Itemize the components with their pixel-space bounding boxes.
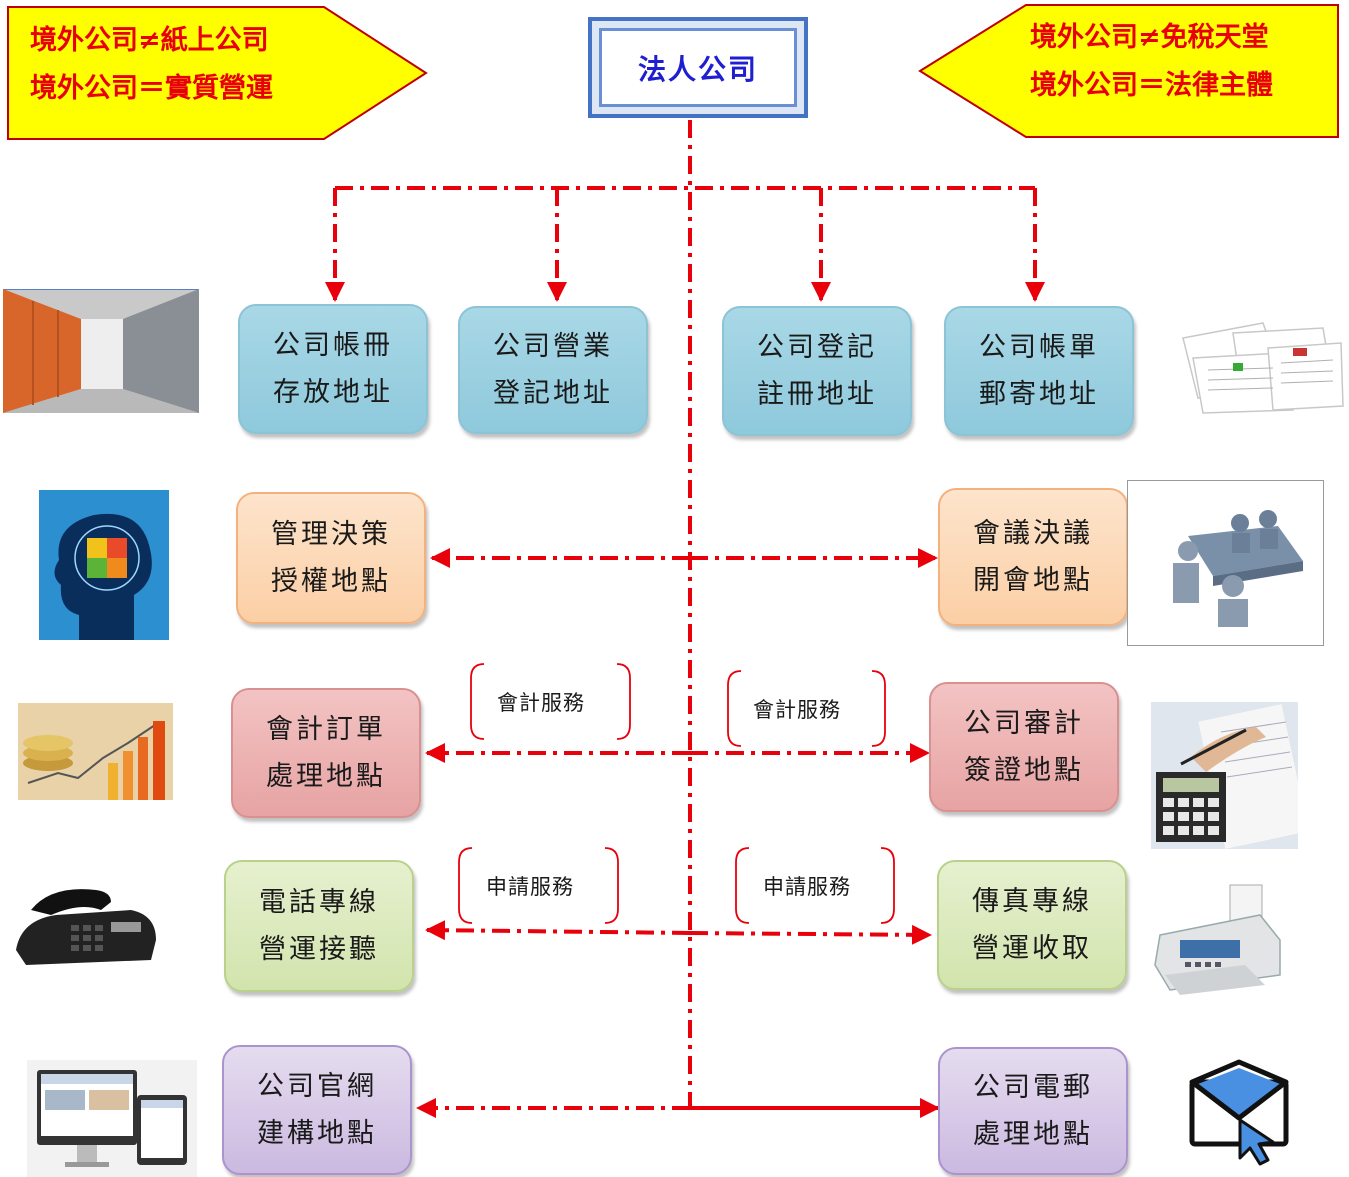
email-envelope-icon	[1189, 1059, 1289, 1166]
right-callout-shape	[918, 4, 1339, 138]
node-management-decision: 管理決策 授權地點	[236, 492, 426, 624]
audit-calculator-photo	[1151, 702, 1298, 849]
brain-puzzle-icon	[39, 490, 169, 640]
bracket-apply-left-close	[604, 847, 619, 924]
node-business-registration: 公司營業 登記地址	[458, 306, 648, 434]
node-fax-line: 傳真專線 營運收取	[937, 860, 1127, 990]
left-callout-line2: 境外公司＝實質營運	[30, 73, 273, 104]
telephone-icon	[16, 889, 156, 965]
bracket-acc-left-open	[470, 663, 485, 740]
service-accounting-left: 會計服務	[497, 691, 585, 715]
title-box: 法人公司	[588, 17, 808, 118]
node-phone-line: 電話專線 營運接聽	[224, 860, 414, 992]
node-accounting-orders: 會計訂單 處理地點	[231, 688, 421, 818]
node-email: 公司電郵 處理地點	[938, 1047, 1128, 1175]
node-audit-certification: 公司審計 簽證地點	[929, 682, 1119, 812]
bracket-acc-right-open	[727, 670, 742, 747]
service-apply-left: 申請服務	[486, 875, 574, 899]
arrow-fax	[689, 924, 932, 945]
left-callout-line1: 境外公司≠紙上公司	[30, 25, 269, 56]
node-company-registration: 公司登記 註冊地址	[722, 306, 912, 436]
node-meeting-resolution: 會議決議 開會地點	[938, 488, 1128, 626]
bracket-apply-left-open	[458, 847, 473, 924]
right-callout-line1: 境外公司≠免稅天堂	[1030, 22, 1269, 53]
meeting-icon	[1127, 480, 1324, 646]
bracket-apply-right-open	[735, 847, 750, 924]
website-devices-icon	[27, 1060, 197, 1177]
documents-photo	[1182, 322, 1344, 414]
left-callout-shape	[7, 6, 428, 140]
title-text: 法人公司	[637, 52, 758, 86]
right-callout-line2: 境外公司＝法律主體	[1030, 70, 1273, 101]
node-website: 公司官網 建構地點	[222, 1045, 412, 1175]
bracket-acc-left-close	[616, 663, 631, 740]
fax-machine-icon	[1154, 884, 1281, 995]
node-bill-mailing: 公司帳單 郵寄地址	[944, 306, 1134, 436]
bracket-apply-right-close	[880, 847, 895, 924]
bracket-acc-right-close	[871, 670, 886, 747]
node-book-storage: 公司帳冊 存放地址	[238, 304, 428, 434]
finance-chart-photo	[18, 703, 173, 800]
storage-room-photo	[3, 289, 199, 413]
service-apply-right: 申請服務	[763, 875, 851, 899]
arrow-phone	[425, 920, 691, 941]
service-accounting-right: 會計服務	[753, 698, 841, 722]
